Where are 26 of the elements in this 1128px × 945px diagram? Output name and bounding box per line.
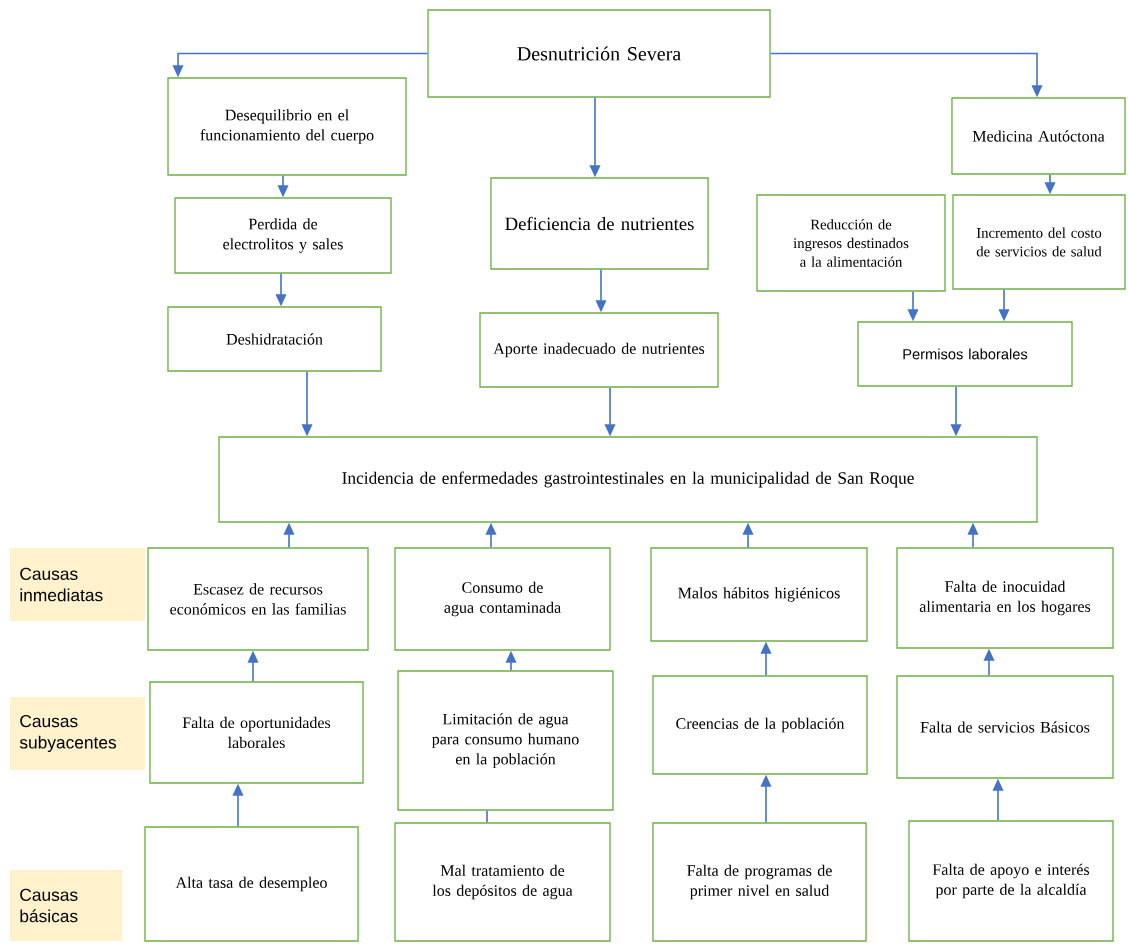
cause-box: Escasez de recursos económicos en las familias <box>147 547 369 651</box>
cause-box: Consumo de agua contaminada <box>394 547 611 651</box>
cause-box: Alta tasa de desempleo <box>144 826 359 942</box>
cause-box: Reducción de ingresos destinados a la alimentación <box>756 194 946 292</box>
problem-box: Desnutrición Severa <box>427 9 771 98</box>
cause-box: Limitación de agua para consumo humano en la población <box>397 670 614 811</box>
cause-box: Deficiencia de nutrientes <box>490 177 709 270</box>
cause-box: Perdida de electrolitos y sales <box>174 197 392 274</box>
cause-box: Medicina Autóctona <box>951 97 1126 175</box>
problem-box: Incidencia de enfermedades gastrointestinales en la municipalidad de San Roque <box>218 436 1038 523</box>
cause-box: Falta de inocuidad alimentaria en los hogares <box>896 547 1114 649</box>
cause-box: Aporte inadecuado de nutrientes <box>479 312 719 388</box>
cause-box: Falta de servicios Básicos <box>896 675 1114 779</box>
cause-box: Falta de oportunidades laborales <box>149 681 364 784</box>
cause-box: Malos hábitos higiénicos <box>650 547 868 642</box>
level-band: Causas inmediatas <box>10 547 145 622</box>
cause-box: Desequilibrio en el funcionamiento del cuerpo <box>167 77 407 176</box>
cause-box: Permisos laborales <box>857 321 1073 387</box>
cause-box: Falta de apoyo e interés por parte de la alcaldía <box>908 820 1114 942</box>
level-band: Causas subyacentes <box>10 696 145 771</box>
cause-box: Creencias de la población <box>652 675 868 775</box>
cause-box: Mal tratamiento de los depósitos de agua <box>394 822 611 942</box>
cause-box: Deshidratación <box>167 306 382 372</box>
cause-box: Incremento del costo de servicios de salud <box>952 194 1126 290</box>
level-band: Causas básicas <box>10 870 122 941</box>
cause-box: Falta de programas de primer nivel en salud <box>652 822 867 942</box>
